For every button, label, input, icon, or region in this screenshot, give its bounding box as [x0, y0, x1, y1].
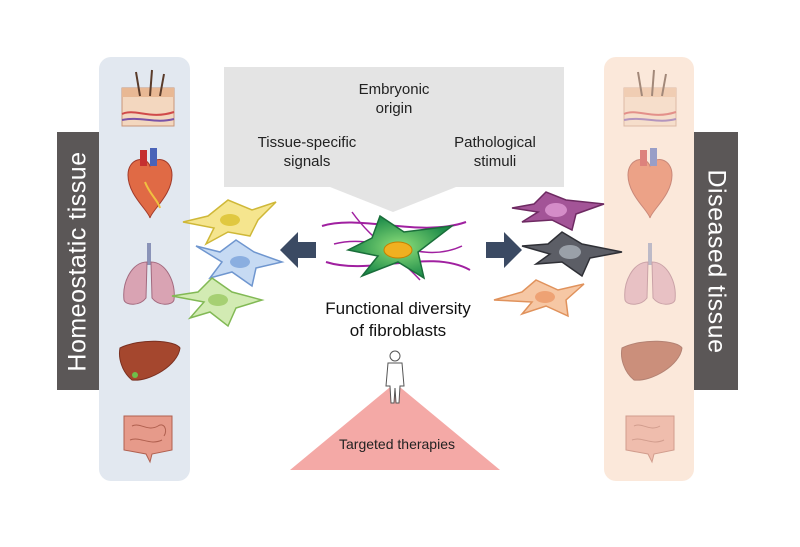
liver-icon-left — [119, 340, 181, 381]
left-arrow-icon — [280, 232, 316, 268]
skin-icon-right — [623, 69, 677, 127]
center-title-line-2: of fibroblasts — [349, 321, 447, 340]
lungs-icon-right — [624, 243, 676, 305]
center-title-line-1: Functional diversity — [325, 299, 471, 318]
functional-diversity-title: Functional diversity of fibroblasts — [300, 298, 496, 342]
pathological-stimuli-label: Pathological stimuli — [430, 133, 560, 171]
lungs-icon-left — [123, 243, 175, 305]
pathological-line-1: Pathological — [454, 134, 536, 151]
heart-icon-right — [627, 148, 673, 219]
liver-icon-right — [621, 340, 683, 381]
influences-box — [224, 67, 564, 187]
tissue-signals-label: Tissue-specific signals — [237, 133, 377, 171]
intestine-icon-right — [625, 415, 675, 464]
down-arrow-icon — [330, 187, 456, 212]
embryonic-origin-label: Embryonic origin — [314, 80, 474, 118]
fibroblast-yellow-icon — [182, 199, 277, 246]
homeostatic-tissue-label: Homeostatic tissue — [57, 132, 99, 390]
diseased-tissue-label: Diseased tissue — [694, 132, 738, 390]
heart-icon-left — [127, 148, 173, 219]
tissue-signals-line-1: Tissue-specific — [257, 134, 357, 151]
therapy-triangle — [290, 383, 500, 470]
central-fibroblast-icon — [321, 211, 471, 281]
embryonic-line-1: Embryonic — [358, 81, 430, 98]
skin-icon-left — [121, 69, 175, 127]
right-arrow-icon — [486, 232, 522, 268]
embryonic-line-2: origin — [375, 100, 413, 117]
pathological-line-2: stimuli — [473, 153, 517, 170]
fibroblast-purple-icon — [511, 191, 605, 232]
intestine-icon-left — [123, 415, 173, 464]
fibroblast-orange-icon — [493, 279, 585, 318]
person-icon — [385, 350, 405, 404]
fibroblast-blue-icon — [195, 239, 285, 288]
fibroblast-grey-icon — [521, 231, 623, 278]
fibroblast-green-icon — [171, 277, 265, 328]
tissue-signals-line-2: signals — [283, 153, 331, 170]
targeted-therapies-label: Targeted therapies — [339, 436, 455, 452]
diseased-panel — [604, 57, 694, 481]
